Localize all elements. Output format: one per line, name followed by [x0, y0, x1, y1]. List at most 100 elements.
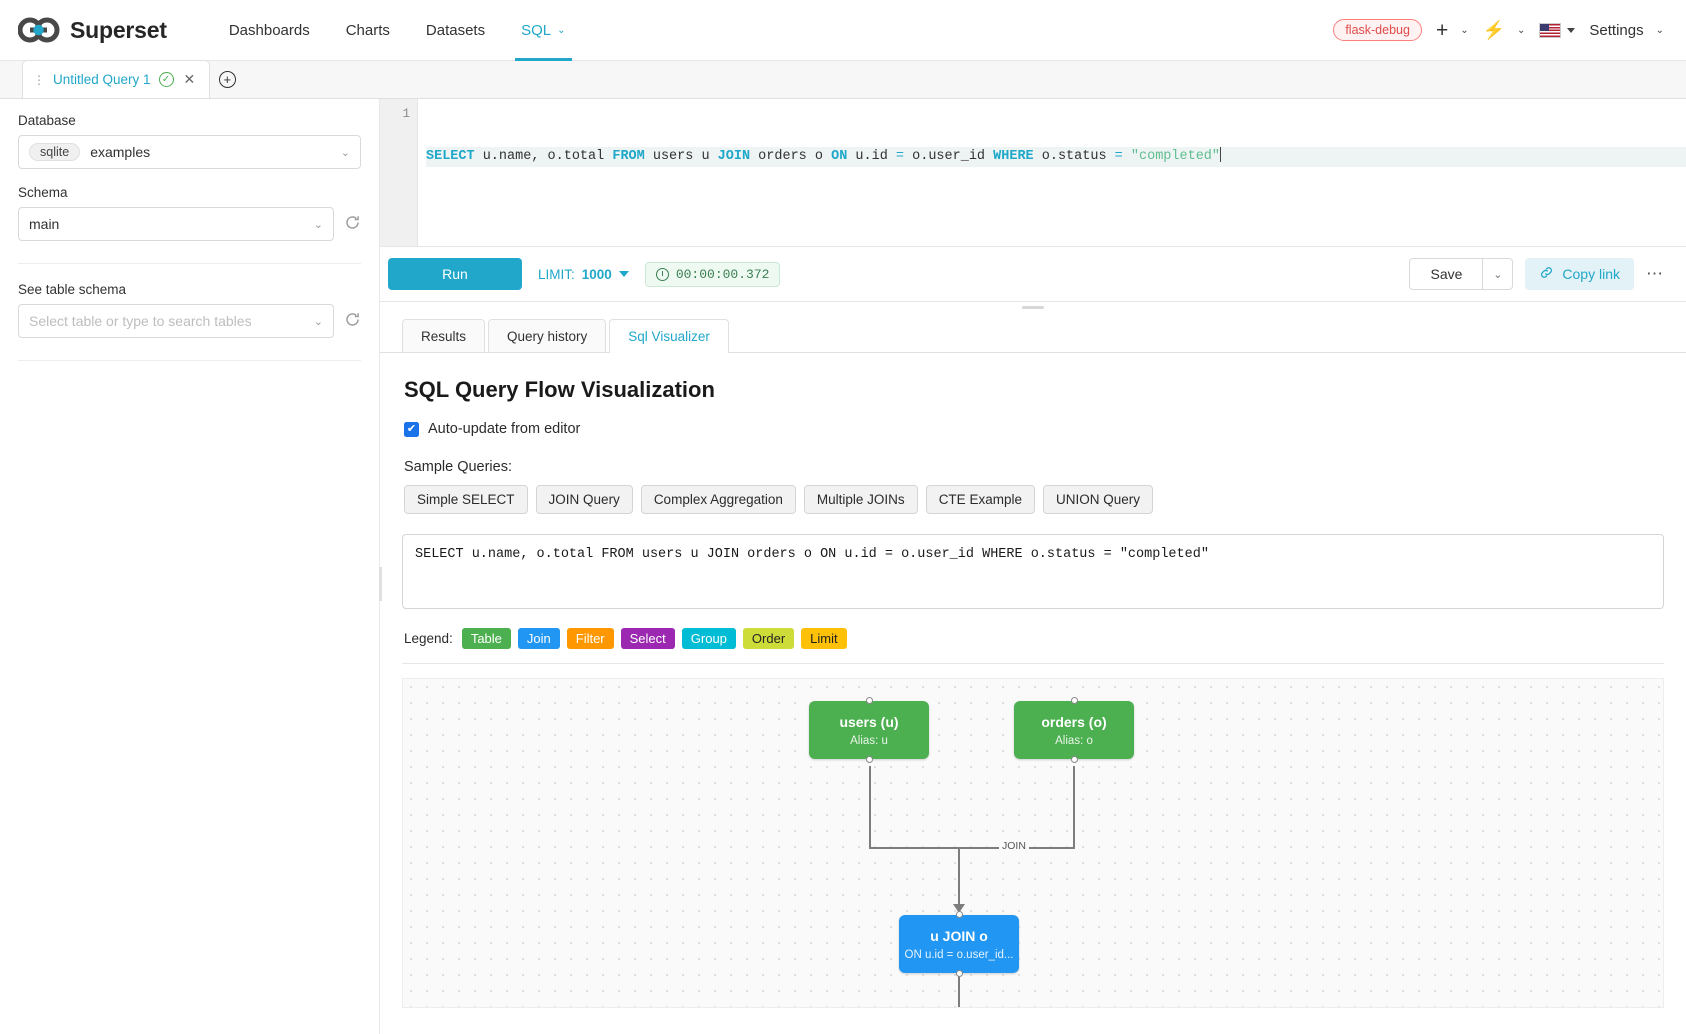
brand-logo-group[interactable]: Superset [17, 16, 167, 44]
editor-code-area[interactable]: SELECT u.name, o.total FROM users u JOIN… [418, 99, 1686, 246]
editor-gutter: 1 [380, 99, 418, 246]
editor-line-1: SELECT u.name, o.total FROM users u JOIN… [426, 147, 1686, 167]
run-button[interactable]: Run [388, 258, 522, 290]
tab-query-history-label: Query history [507, 328, 588, 344]
nav-item-dashboards[interactable]: Dashboards [211, 0, 328, 61]
database-select[interactable]: sqlite examples ⌄ [18, 135, 361, 169]
node-port-top [865, 697, 873, 704]
brand-name: Superset [70, 16, 167, 43]
nav-item-datasets-label: Datasets [425, 21, 486, 39]
sample-button-simple-select[interactable]: Simple SELECT [404, 485, 528, 514]
chevron-down-icon: ⌄ [1655, 24, 1664, 36]
left-sidebar: Database sqlite examples ⌄ Schema main ⌄… [0, 99, 382, 1034]
toolbar-right-group: Save ⌄ Copy link ⋯ [1409, 258, 1664, 290]
nav-item-datasets[interactable]: Datasets [408, 0, 503, 61]
right-pane: 1 SELECT u.name, o.total FROM users u JO… [380, 99, 1686, 1034]
nav-item-charts[interactable]: Charts [328, 0, 408, 61]
token-on: ON [831, 149, 848, 164]
nav-item-charts-label: Charts [345, 21, 390, 39]
superset-infinity-logo-icon [17, 17, 60, 43]
editor-toolbar: Run LIMIT: 1000 00:00:00.372 Save ⌄ [380, 247, 1686, 302]
sidebar-divider-2 [18, 360, 361, 361]
text-cursor [1220, 147, 1222, 162]
sample-button-join-query[interactable]: JOIN Query [535, 485, 633, 514]
edge-label-join: JOIN [999, 840, 1029, 852]
visualizer-sql-input[interactable] [402, 534, 1664, 609]
legend-chip-table: Table [461, 628, 511, 649]
limit-prefix: LIMIT: [538, 266, 575, 282]
schema-value: main [29, 216, 60, 232]
node-table-users[interactable]: users (u) Alias: u [809, 697, 929, 763]
node-join-subtitle: ON u.id = o.user_id... [904, 948, 1014, 961]
query-flow-canvas[interactable]: JOIN users (u) Alias: u orders (o) Alias… [402, 678, 1664, 1008]
legend-chip-order: Order [742, 628, 795, 649]
save-button[interactable]: Save [1409, 258, 1484, 290]
main-area: Database sqlite examples ⌄ Schema main ⌄… [0, 99, 1686, 1034]
legend-chip-filter: Filter [566, 628, 614, 649]
pane-resize-handle[interactable] [380, 302, 1686, 313]
edge-join-to-next [958, 976, 960, 1007]
settings-label: Settings [1589, 21, 1644, 39]
add-query-tab-button[interactable]: + [210, 60, 244, 98]
token-join: JOIN [717, 149, 751, 164]
sample-button-cte-example[interactable]: CTE Example [925, 485, 1035, 514]
sql-visualizer-panel: SQL Query Flow Visualization ✔ Auto-upda… [380, 353, 1686, 1034]
sidebar-resize-handle[interactable] [379, 566, 382, 601]
chevron-down-icon: ⌄ [313, 218, 323, 231]
edge-into-join-node [958, 847, 960, 909]
copy-link-button[interactable]: Copy link [1525, 258, 1634, 290]
database-value: examples [90, 144, 151, 160]
legend: Legend: Table Join Filter Select Group O… [404, 628, 1664, 649]
node-join-title: u JOIN o [930, 927, 988, 944]
sample-button-multiple-joins[interactable]: Multiple JOINs [803, 485, 918, 514]
sql-editor[interactable]: 1 SELECT u.name, o.total FROM users u JO… [380, 99, 1686, 247]
sample-button-union-query[interactable]: UNION Query [1042, 485, 1153, 514]
close-icon[interactable]: ✕ [183, 71, 196, 87]
top-navbar: Superset Dashboards Charts Datasets SQL … [0, 0, 1686, 61]
settings-menu[interactable]: Settings ⌄ [1589, 22, 1664, 39]
nav-item-sql[interactable]: SQL ⌄ [503, 0, 583, 61]
legend-chip-limit: Limit [801, 628, 847, 649]
chevron-down-icon: ⌄ [1460, 24, 1469, 36]
auto-update-checkbox[interactable]: ✔ [404, 421, 419, 437]
tab-query-history[interactable]: Query history [488, 319, 607, 352]
table-search-input[interactable]: Select table or type to search tables ⌄ [18, 304, 334, 338]
more-horizontal-icon[interactable]: ⋯ [1646, 264, 1664, 283]
limit-dropdown[interactable]: LIMIT: 1000 [538, 267, 629, 282]
node-port-bottom [865, 756, 873, 763]
refresh-tables-icon[interactable] [344, 311, 361, 331]
query-tab-bar: ⋮ Untitled Query 1 ✓ ✕ + [0, 60, 1686, 99]
refresh-schema-icon[interactable] [344, 214, 361, 234]
query-timer: 00:00:00.372 [644, 261, 781, 287]
language-picker[interactable] [1539, 22, 1576, 38]
token-space [1123, 149, 1131, 164]
token-eq-1: = [895, 149, 905, 164]
query-tab-label: Untitled Query 1 [53, 72, 151, 87]
token-uid: u.id [847, 149, 896, 164]
schema-select[interactable]: main ⌄ [18, 207, 334, 241]
node-port-bottom [955, 970, 963, 977]
chevron-down-icon: ⌄ [340, 146, 350, 159]
tab-results[interactable]: Results [402, 319, 486, 352]
node-orders-title: orders (o) [1041, 713, 1107, 730]
edge-orders-to-join-vertical [1073, 766, 1075, 848]
database-engine-badge: sqlite [29, 143, 81, 161]
node-table-orders[interactable]: orders (o) Alias: o [1014, 697, 1134, 763]
tab-sql-visualizer[interactable]: Sql Visualizer [609, 319, 729, 353]
legend-label: Legend: [404, 631, 453, 646]
legend-divider [402, 663, 1664, 664]
edge-users-to-join-horizontal [869, 847, 959, 849]
node-port-top [1070, 697, 1078, 704]
flask-debug-badge[interactable]: flask-debug [1333, 19, 1422, 41]
node-join-u-join-o[interactable]: u JOIN o ON u.id = o.user_id... [899, 911, 1019, 977]
token-cols: u.name, o.total [474, 149, 613, 164]
node-port-bottom [1070, 756, 1078, 763]
new-menu-button[interactable]: + ⌄ [1436, 20, 1469, 41]
token-userid: o.user_id [904, 149, 994, 164]
sample-button-complex-aggregation[interactable]: Complex Aggregation [640, 485, 796, 514]
query-tab-untitled-query-1[interactable]: ⋮ Untitled Query 1 ✓ ✕ [22, 60, 211, 98]
save-dropdown-button[interactable]: ⌄ [1483, 258, 1514, 290]
drag-dots-icon[interactable]: ⋮ [33, 72, 45, 87]
table-search-placeholder: Select table or type to search tables [29, 313, 252, 329]
bolt-menu-button[interactable]: ⚡ ⌄ [1483, 21, 1526, 39]
